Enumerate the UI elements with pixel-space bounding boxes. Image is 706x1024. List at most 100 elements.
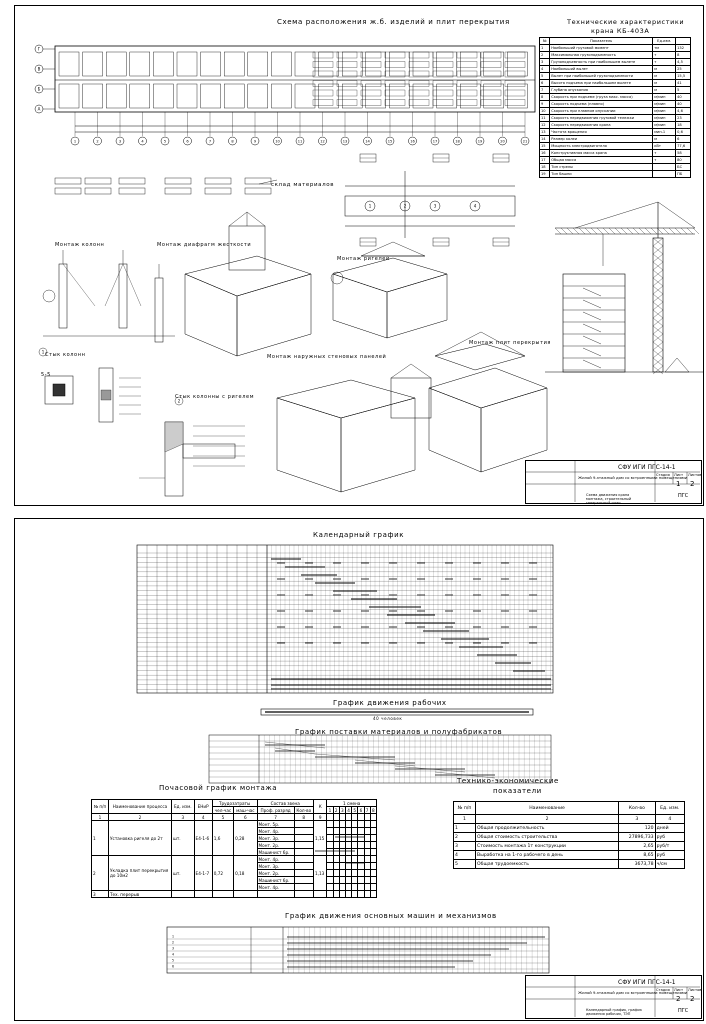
machines-title: График движения основных машин и механиз… [285, 912, 497, 920]
axis-bubble [520, 136, 530, 146]
crew-count-cell [293, 848, 314, 856]
crane-title-2: крана КБ-403А [591, 27, 650, 35]
stamp-bottom: Схема движения крана монтажа, строительн… [586, 493, 632, 505]
crane-lattice [652, 317, 664, 327]
numbering-cell: 8 [293, 813, 314, 821]
crew-count-cell [293, 820, 314, 828]
hourly-cell: 0,28 [233, 820, 258, 856]
storage-pallet [204, 187, 232, 195]
slab-mark [480, 99, 502, 106]
hour-cell [369, 827, 378, 835]
crane-table-cell: 19 [538, 170, 551, 178]
slab-mark [360, 61, 382, 68]
slab-mark [336, 61, 358, 68]
brace-line [122, 263, 142, 307]
stamp-sheet-no: 1 [676, 480, 681, 488]
crane-lattice [652, 341, 664, 351]
stamp-stage: Стадия [656, 988, 670, 992]
tep-cell: 5 [452, 859, 477, 869]
table-row: Монт. 3р. [92, 862, 378, 870]
crane-lattice [572, 227, 580, 235]
numbering-cell: 2 [475, 814, 620, 824]
drawing-sheet-2: Календарный график График движения рабоч… [14, 518, 704, 1021]
slab-panel [247, 83, 269, 109]
hourly-cell: Тех. перерыв [108, 890, 172, 898]
axis-label: 7 [209, 140, 211, 144]
hourly-cell: 2 [91, 855, 109, 891]
crane-lattice [680, 227, 688, 235]
workers-count: 40 человек [373, 716, 403, 721]
hourly-cell: Укладка плит перекрытия до 10м2 [108, 855, 172, 891]
supply-diag [394, 765, 466, 773]
machines-row-number: 6 [172, 965, 174, 969]
slab-mark [312, 99, 334, 106]
numbering-cell: 7 [256, 813, 295, 821]
crane-lattice [590, 227, 598, 235]
sling-line [434, 331, 482, 357]
hourly-cell: 1,6 [211, 820, 235, 856]
stair-line [582, 287, 602, 297]
slab-mark [360, 70, 382, 78]
crane-lattice [566, 227, 574, 235]
slab-panel [129, 51, 151, 77]
tep-cell: руб [654, 832, 686, 842]
axis-label: 2 [96, 140, 98, 144]
supply-diag [314, 753, 396, 761]
slab-mark [480, 70, 502, 78]
machines-frame [166, 926, 550, 974]
numbering-cell: 5 [211, 813, 235, 821]
frame-top [428, 367, 548, 409]
hourly-header: № п/п [91, 799, 109, 814]
slab-mark [312, 70, 334, 78]
frame-top [276, 379, 416, 419]
hourly-header: Ед. изм. [171, 799, 195, 814]
crane-pendant [574, 201, 659, 229]
hour-col: 8 [369, 806, 378, 814]
numbering-cell: 9 [312, 813, 328, 821]
axis-bubble [408, 136, 417, 146]
slab-mark [504, 89, 526, 97]
slab-panel [176, 83, 198, 109]
slab-panel [342, 51, 363, 77]
slab-mark [384, 89, 406, 97]
axis-label: В [38, 67, 41, 72]
stair-line [582, 323, 602, 333]
slab-mark [432, 99, 454, 106]
detail-bubble [38, 347, 48, 357]
axis-label: 15 [388, 140, 393, 144]
building-plan: ГВБА123456789101112131415161718192021123… [34, 44, 703, 502]
frame-front [236, 273, 312, 357]
crane-lattice [620, 227, 628, 235]
hourly-subheader: чел-час [211, 806, 235, 814]
slab-mark [384, 70, 406, 78]
slab-panel [271, 83, 292, 109]
axis-bubble [205, 136, 215, 146]
stamp-sheets-no: 2 [690, 995, 695, 1003]
crane-base [664, 357, 690, 373]
supply-diag [264, 741, 326, 749]
sling-line [392, 241, 426, 257]
crane-lattice [632, 227, 640, 235]
slab-panel [223, 83, 245, 109]
axis-bubble [340, 136, 350, 146]
tep-title-2: показатели [493, 787, 542, 795]
slab-mark [360, 51, 382, 59]
slab-panel [318, 51, 339, 77]
hourly-cell: 3 [91, 890, 109, 898]
slab-mark [384, 80, 406, 87]
slab-panel [200, 83, 221, 109]
slab-mark [432, 80, 454, 87]
axis-bubble [70, 136, 80, 146]
stair-line [582, 359, 602, 369]
crane-lattice [652, 309, 664, 319]
tep-cell: 1 [452, 823, 477, 833]
sling-line [246, 211, 266, 227]
frame-front [340, 397, 416, 493]
crane-lattice [652, 285, 664, 295]
